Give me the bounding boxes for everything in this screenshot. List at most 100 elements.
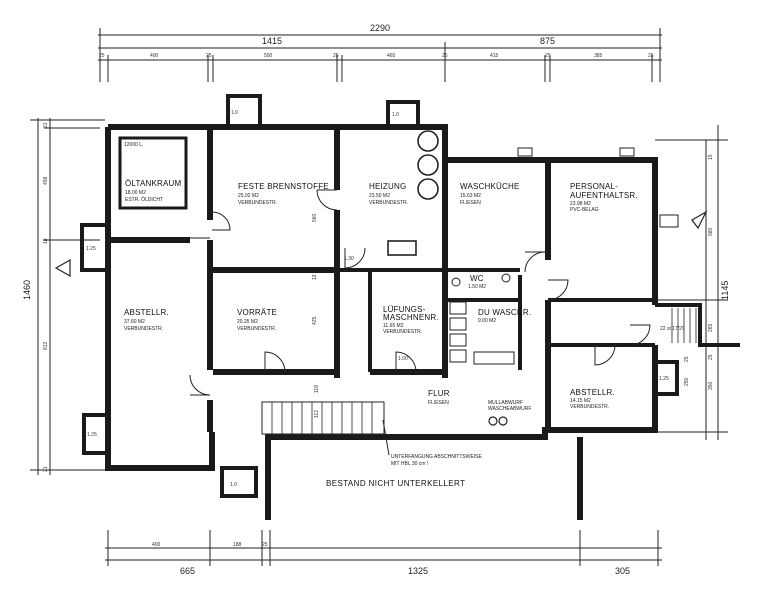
- room-area: 23.50 M2: [369, 193, 390, 199]
- room-floor: VERBUNDESTR.: [237, 326, 276, 332]
- dim-left-seg: 21: [43, 466, 49, 472]
- room-floor: VERBUNDESTR.: [570, 404, 609, 410]
- room-flur: FLUR FLIESEN: [428, 389, 450, 406]
- annotations: BESTAND NICHT UNTERKELLERT UNTERFANGUNG …: [86, 110, 690, 488]
- room-name: FESTE BRENNSTOFFE: [238, 182, 329, 191]
- unterfangung-label-2: MIT HBL 30 cm !: [391, 461, 428, 467]
- stair-flur: [261, 401, 385, 435]
- tank-volume: 12000 L.: [124, 142, 143, 148]
- sanitary-icons: [449, 273, 515, 426]
- dim-top-seg: 25: [545, 53, 551, 59]
- room-name: ABSTELLR.: [570, 388, 615, 397]
- opening-label: 1.0: [392, 112, 399, 118]
- dim-top-seg: 25: [206, 53, 212, 59]
- dim-right-seg: 25: [708, 354, 714, 360]
- room-area: 15.63 M2: [460, 193, 481, 199]
- dim-top-total: 2290: [370, 23, 390, 33]
- stair-exterior: 22 st 17/29: [660, 308, 697, 343]
- dim-top-left: 1415: [262, 36, 282, 46]
- room-area: 14.15 M2: [570, 398, 591, 404]
- room-name-cont: MASCHNENR.: [383, 313, 439, 322]
- dim-top-seg: 385: [594, 53, 603, 59]
- room-name: HEIZUNG: [369, 182, 406, 191]
- walls: [80, 94, 740, 520]
- inner-dim: 25: [684, 356, 690, 362]
- room-name: PERSONAL-: [570, 182, 618, 191]
- inner-dim: 560: [312, 213, 318, 222]
- room-name-cont: AUFENTHALTSR.: [570, 191, 638, 200]
- wasche-label: WASCHEABWURF: [488, 406, 531, 412]
- room-name: ABSTELLR.: [124, 308, 169, 317]
- room-name: WC: [470, 274, 484, 283]
- inner-dim: 12: [312, 274, 318, 280]
- left-dimensions: 1460 21 458 18 812 21: [22, 118, 105, 475]
- right-dimensions: 1145 15 580 265 25 350: [655, 125, 730, 440]
- room-feste-brennstoffe: FESTE BRENNSTOFFE 25.02 M2 VERBUNDESTR.: [238, 182, 329, 206]
- room-floor: FLIESEN: [460, 200, 481, 206]
- room-floor: FLIESEN: [428, 400, 449, 406]
- dim-top-seg: 400: [150, 53, 159, 59]
- dim-top-seg: 25: [333, 53, 339, 59]
- room-area: 1.50 M2: [468, 284, 486, 290]
- dim-right-seg: 580: [708, 227, 714, 236]
- room-name: DU WASCHR.: [478, 308, 531, 317]
- room-area: 23.98 M2: [570, 201, 591, 207]
- room-area: 11.65 M2: [383, 323, 404, 329]
- dim-top-seg: 415: [490, 53, 499, 59]
- dim-left-seg: 18: [43, 238, 49, 244]
- north-arrow-icon: [54, 210, 708, 278]
- room-dusch-waschraum: DU WASCHR. 9.00 M2: [478, 308, 531, 324]
- room-name: ÖLTANKRAUM: [125, 179, 182, 188]
- opening-label: 1.00: [398, 356, 408, 362]
- dim-right-total: 1145: [720, 281, 730, 300]
- door-swings: [189, 189, 651, 396]
- dim-top-seg: 500: [264, 53, 273, 59]
- inner-dim: 425: [312, 316, 318, 325]
- dim-bottom-middle: 1325: [408, 566, 428, 576]
- room-personal-aufenthaltsraum: PERSONAL- AUFENTHALTSR. 23.98 M2 PVC-BEL…: [570, 182, 638, 213]
- room-floor: VERBUNDESTR.: [124, 326, 163, 332]
- room-waschkueche: WASCHKÜCHE 15.63 M2 FLIESEN: [460, 182, 519, 206]
- dim-right-seg: 15: [708, 154, 714, 160]
- room-area: 37.60 M2: [124, 319, 145, 325]
- dim-right-seg: 265: [708, 323, 714, 332]
- opening-label: 1.25: [87, 432, 97, 438]
- opening-label: 1.25: [659, 376, 669, 382]
- dim-left-seg: 458: [43, 176, 49, 185]
- dim-bottom-seg: 400: [152, 542, 161, 548]
- stair-label: 22 st 17/29: [660, 326, 685, 332]
- room-name: LÜFUNGS-: [383, 305, 426, 314]
- top-dimensions: 2290 1415 875 25 400 25 500 25 465 25 41…: [98, 23, 662, 82]
- room-oeltankraum: 12000 L. ÖLTANKRAUM 18.00 M2 ESTR. ÖLDIC…: [124, 142, 182, 203]
- dim-left-seg: 21: [43, 122, 49, 128]
- room-heizung: HEIZUNG 23.50 M2 VERBUNDESTR.: [369, 182, 408, 206]
- dim-top-seg: 25: [99, 53, 105, 59]
- bottom-dimensions: 400 188 25 665 1325 305: [105, 530, 662, 576]
- room-vorraete: VORRÄTE 20.25 M2 VERBUNDESTR.: [237, 308, 277, 332]
- room-area: 18.00 M2: [125, 190, 146, 196]
- room-name: WASCHKÜCHE: [460, 182, 519, 191]
- dim-bottom-seg: 188: [233, 542, 242, 548]
- room-floor: ESTR. ÖLDICHT: [125, 196, 163, 203]
- dim-top-seg: 25: [442, 53, 448, 59]
- room-wc: WC 1.50 M2: [468, 274, 486, 290]
- room-floor: VERBUNDESTR.: [369, 200, 408, 206]
- room-area: 9.00 M2: [478, 318, 496, 324]
- dim-bottom-seg: 25: [262, 542, 268, 548]
- inner-dim: 118: [314, 385, 320, 393]
- dim-left-total: 1460: [22, 280, 32, 300]
- room-floor: VERBUNDESTR.: [238, 200, 277, 206]
- bestand-label: BESTAND NICHT UNTERKELLERT: [326, 479, 465, 488]
- dim-top-right: 875: [540, 36, 555, 46]
- dim-right-seg: 350: [708, 381, 714, 390]
- room-floor: PVC-BELAG: [570, 207, 599, 213]
- dim-bottom-left: 665: [180, 566, 195, 576]
- dim-top-seg: 25: [648, 53, 654, 59]
- opening-label: 1.30: [344, 256, 354, 262]
- dim-left-seg: 812: [43, 341, 49, 350]
- room-lueftungsmaschinenraum: LÜFUNGS- MASCHNENR. 11.65 M2 VERBUNDESTR…: [383, 305, 439, 335]
- boiler-icons: [387, 130, 439, 256]
- opening-label: 1.0: [231, 110, 238, 116]
- unterfangung-label: UNTERFANGUNG ABSCHNITTSWEISE: [391, 454, 483, 460]
